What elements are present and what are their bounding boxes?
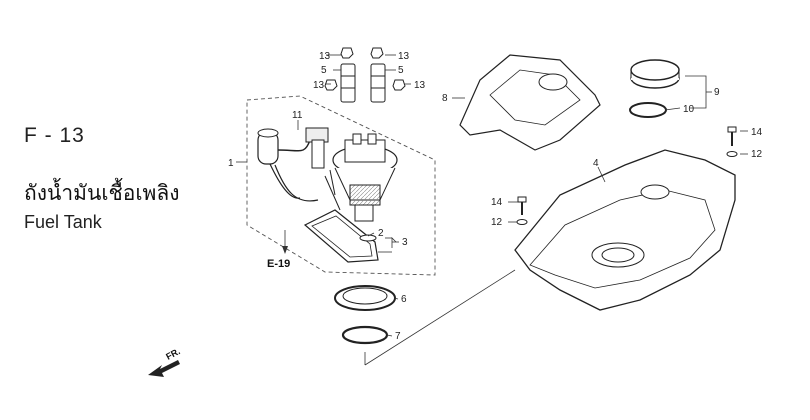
fuel-cap (630, 59, 680, 89)
bolt-right (726, 126, 738, 157)
callout-7: 7 (395, 331, 401, 342)
fuel-filter (257, 127, 329, 202)
callout-12a: 12 (751, 149, 763, 160)
callout-12b: 12 (491, 217, 503, 228)
packing-ring-6 (334, 285, 396, 311)
callout-3: 3 (402, 237, 408, 248)
callout-4: 4 (593, 158, 599, 169)
reference-e19: E-19 (267, 258, 290, 270)
callout-13a: 13 (319, 51, 331, 62)
callout-11: 11 (292, 110, 303, 121)
figure-code: F - 13 (24, 124, 85, 147)
cap-gasket (629, 102, 667, 118)
fuel-tank (514, 149, 736, 311)
front-direction-label: FR. (164, 346, 181, 362)
callout-2: 2 (378, 228, 384, 239)
callout-13c: 13 (313, 80, 325, 91)
callout-10: 10 (683, 104, 695, 115)
callout-6: 6 (401, 294, 407, 305)
o-ring-7 (341, 325, 389, 345)
title-thai: ถังน้ำมันเชื้อเพลิง (24, 181, 180, 205)
callout-9: 9 (714, 87, 720, 98)
bracket-right (370, 63, 386, 103)
callout-1: 1 (228, 158, 234, 169)
tank-cover (459, 54, 601, 151)
callout-13b: 13 (398, 51, 410, 62)
callout-14b: 14 (491, 197, 503, 208)
callout-8: 8 (442, 93, 448, 104)
bracket-left (340, 63, 356, 103)
front-arrow-icon (148, 360, 180, 377)
strainer (303, 209, 379, 263)
pump-assembly-box (246, 95, 436, 276)
callout-5a: 5 (321, 65, 327, 76)
callout-5b: 5 (398, 65, 404, 76)
fuel-pump (324, 133, 398, 222)
title-block: F - 13 (24, 124, 85, 148)
leader-lines (236, 54, 748, 366)
title-english: Fuel Tank (24, 212, 102, 232)
callout-14a: 14 (751, 127, 763, 138)
nuts (324, 47, 406, 91)
bolt-left (516, 196, 528, 225)
callout-13d: 13 (414, 80, 426, 91)
